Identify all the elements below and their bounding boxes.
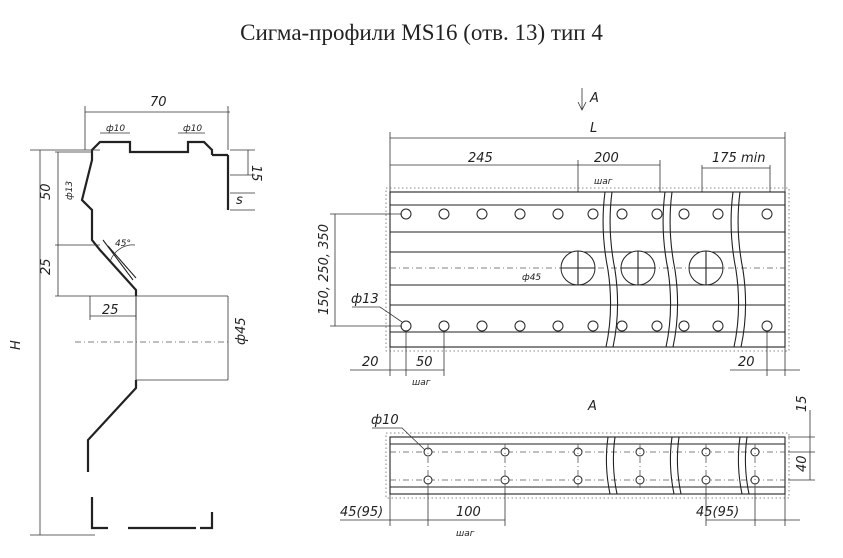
profile-side-outline bbox=[389, 191, 786, 348]
page-title: Сигма-профили MS16 (отв. 13) тип 4 bbox=[240, 20, 603, 45]
dim-100: 100 bbox=[456, 505, 481, 520]
dim-angle-45: 45° bbox=[115, 239, 131, 249]
dim-height-H: H bbox=[9, 340, 24, 350]
dim-vertical-spacing: 150, 250, 350 bbox=[317, 224, 332, 315]
top-hole-row bbox=[400, 208, 773, 220]
profile-contour bbox=[80, 140, 230, 296]
dim-25-vertical: 25 bbox=[39, 258, 54, 275]
profile-bottom-flange-left bbox=[90, 497, 108, 530]
dim-width-70: 70 bbox=[150, 95, 167, 110]
dim-flange-15: 15 bbox=[248, 165, 263, 182]
dim-13: ф13 bbox=[65, 181, 75, 200]
dim-hole-45: ф45 bbox=[234, 317, 249, 345]
view-a: A ф10 15 40 45(95) 100 шаг 45(95) bbox=[340, 395, 815, 539]
profile-contour-lower bbox=[86, 380, 138, 472]
dim-15-view-a: 15 bbox=[795, 395, 810, 412]
dim-L: L bbox=[590, 121, 597, 136]
view-a-holes bbox=[423, 444, 760, 488]
side-view: A L 245 200 шаг 175 min bbox=[317, 88, 800, 388]
dim-245: 245 bbox=[468, 151, 493, 166]
large-holes bbox=[560, 250, 724, 286]
dim-45-95-right: 45(95) bbox=[696, 505, 739, 520]
dim-25-horizontal: 25 bbox=[102, 303, 119, 318]
dim-40-view-a: 40 bbox=[795, 455, 810, 472]
dim-hole-right: ф10 bbox=[183, 124, 202, 134]
dim-hole-13: ф13 bbox=[351, 292, 379, 307]
dim-45-95-left: 45(95) bbox=[340, 505, 383, 520]
dim-hole-45-side: ф45 bbox=[522, 273, 541, 283]
dim-200: 200 bbox=[594, 151, 619, 166]
dim-20-right: 20 bbox=[738, 355, 755, 370]
dim-hole-left: ф10 bbox=[106, 124, 125, 134]
dim-20-left: 20 bbox=[362, 355, 379, 370]
dim-50-bottom: 50 bbox=[416, 355, 433, 370]
step-bottom: шаг bbox=[412, 378, 431, 388]
profile-bottom-flange-right bbox=[200, 512, 214, 530]
step-view-a: шаг bbox=[456, 529, 475, 539]
dim-hole-10: ф10 bbox=[371, 413, 399, 428]
profile-section: 70 ф10 ф10 15 s 50 ф13 45° 25 25 ф45 H bbox=[9, 95, 263, 536]
dim-175-min: 175 min bbox=[712, 151, 765, 166]
dim-thickness-s: s bbox=[236, 193, 243, 208]
section-arrow-A: A bbox=[589, 91, 599, 106]
step-top: шаг bbox=[594, 177, 613, 187]
bottom-hole-row bbox=[400, 320, 773, 332]
view-a-label: A bbox=[587, 399, 597, 414]
view-a-outline bbox=[389, 436, 786, 495]
dim-50: 50 bbox=[39, 183, 54, 200]
